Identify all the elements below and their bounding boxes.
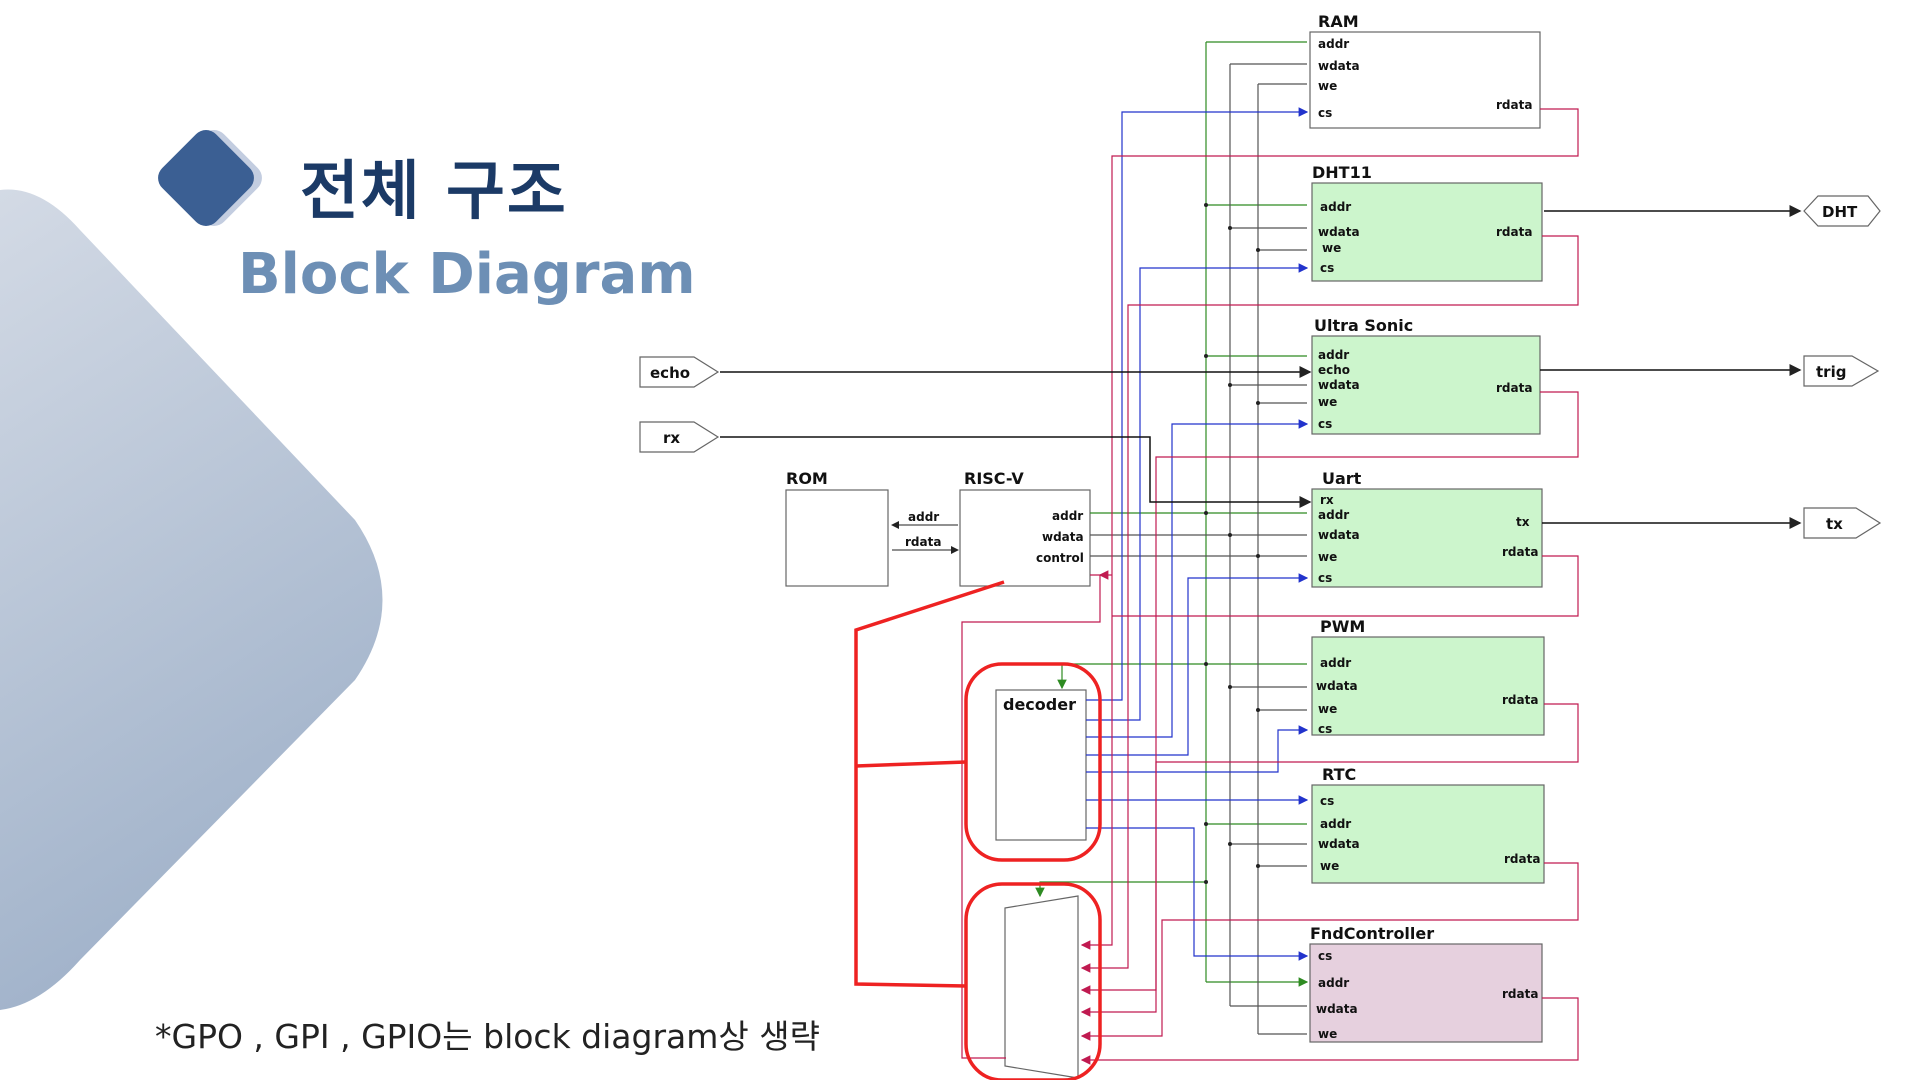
rtc-port-addr: addr xyxy=(1320,817,1351,831)
pin-dht: DHT xyxy=(1803,195,1881,227)
ultrasonic-port-cs: cs xyxy=(1318,417,1332,431)
pin-trig-label: trig xyxy=(1816,363,1846,381)
riscv-port-control: control xyxy=(1036,551,1084,565)
pin-echo-label: echo xyxy=(650,364,690,382)
pwm-block: PWM addr wdata we cs rdata xyxy=(1311,617,1545,736)
rtc-port-we: we xyxy=(1320,859,1339,873)
ram-port-addr: addr xyxy=(1318,37,1349,51)
ram-title: RAM xyxy=(1318,12,1359,31)
pin-rx-label: rx xyxy=(663,429,680,447)
riscv-port-addr: addr xyxy=(1052,509,1083,523)
pin-tx: tx xyxy=(1803,507,1882,539)
uart-port-tx: tx xyxy=(1516,515,1530,529)
page-subtitle: Block Diagram xyxy=(238,242,696,307)
diamond-logo-icon xyxy=(158,130,262,226)
ram-port-we: we xyxy=(1318,79,1337,93)
pwm-port-we: we xyxy=(1318,702,1337,716)
dht11-port-addr: addr xyxy=(1320,200,1351,214)
fndcontroller-block: FndController cs addr wdata we rdata xyxy=(1309,924,1543,1043)
pwm-port-rdata: rdata xyxy=(1502,693,1538,707)
pin-echo: echo xyxy=(639,356,720,388)
uart-port-wdata: wdata xyxy=(1318,528,1360,542)
footnote: *GPO , GPI , GPIO는 block diagram상 생략 xyxy=(155,1017,820,1056)
fnd-title: FndController xyxy=(1310,924,1434,943)
fnd-port-we: we xyxy=(1318,1027,1337,1041)
uart-port-addr: addr xyxy=(1318,508,1349,522)
bus-wiring xyxy=(961,41,1579,1065)
uart-block: Uart rx addr wdata we cs tx rdata xyxy=(1311,469,1543,588)
dht11-port-rdata: rdata xyxy=(1496,225,1532,239)
decoder-title: decoder xyxy=(1003,695,1076,714)
uart-port-cs: cs xyxy=(1318,571,1332,585)
pin-trig: trig xyxy=(1803,355,1880,387)
ultrasonic-port-echo: echo xyxy=(1318,363,1350,377)
dht11-port-wdata: wdata xyxy=(1318,225,1360,239)
uart-title: Uart xyxy=(1322,469,1362,488)
ram-port-wdata: wdata xyxy=(1318,59,1360,73)
rtc-block: RTC cs addr wdata we rdata xyxy=(1311,765,1545,884)
ultrasonic-port-we: we xyxy=(1318,395,1337,409)
decoder-block: decoder xyxy=(995,689,1087,841)
rom-bus-rdata-label: rdata xyxy=(905,535,941,549)
ultrasonic-port-rdata: rdata xyxy=(1496,381,1532,395)
rtc-port-rdata: rdata xyxy=(1504,852,1540,866)
riscv-port-wdata: wdata xyxy=(1042,530,1084,544)
ultrasonic-port-wdata: wdata xyxy=(1318,378,1360,392)
riscv-title: RISC-V xyxy=(964,469,1024,488)
ultrasonic-title: Ultra Sonic xyxy=(1314,316,1413,335)
rom-bus-addr-label: addr xyxy=(908,510,939,524)
pwm-port-cs: cs xyxy=(1318,722,1332,736)
fnd-port-rdata: rdata xyxy=(1502,987,1538,1001)
pin-tx-label: tx xyxy=(1826,515,1843,533)
ram-block: RAM addr wdata we cs rdata xyxy=(1309,12,1541,129)
ram-port-rdata: rdata xyxy=(1496,98,1532,112)
dht11-title: DHT11 xyxy=(1312,163,1372,182)
pwm-title: PWM xyxy=(1320,617,1365,636)
dht11-block: DHT11 addr wdata we cs rdata xyxy=(1311,163,1543,282)
fnd-port-addr: addr xyxy=(1318,976,1349,990)
rtc-title: RTC xyxy=(1322,765,1356,784)
fnd-port-cs: cs xyxy=(1318,949,1332,963)
dht11-port-cs: cs xyxy=(1320,261,1334,275)
uart-port-rx: rx xyxy=(1320,493,1334,507)
rom-block: ROM xyxy=(785,469,889,587)
rdata-mux xyxy=(1004,895,1079,1079)
pin-rx: rx xyxy=(639,421,720,453)
ultrasonic-port-addr: addr xyxy=(1318,348,1349,362)
pwm-port-wdata: wdata xyxy=(1316,679,1358,693)
uart-port-rdata: rdata xyxy=(1502,545,1538,559)
pin-dht-label: DHT xyxy=(1822,203,1858,221)
pwm-port-addr: addr xyxy=(1320,656,1351,670)
fnd-port-wdata: wdata xyxy=(1316,1002,1358,1016)
io-wiring xyxy=(720,205,1802,529)
rtc-port-wdata: wdata xyxy=(1318,837,1360,851)
ultrasonic-block: Ultra Sonic addr echo wdata we cs rdata xyxy=(1311,316,1541,435)
background-shape xyxy=(0,189,383,1010)
riscv-block: RISC-V addr wdata control addr rdata xyxy=(891,469,1091,587)
highlight-annotation xyxy=(854,580,1102,1080)
dht11-port-we: we xyxy=(1322,241,1341,255)
rom-title: ROM xyxy=(786,469,828,488)
ram-port-cs: cs xyxy=(1318,106,1332,120)
page-title: 전체 구조 xyxy=(300,155,568,229)
rtc-port-cs: cs xyxy=(1320,794,1334,808)
uart-port-we: we xyxy=(1318,550,1337,564)
